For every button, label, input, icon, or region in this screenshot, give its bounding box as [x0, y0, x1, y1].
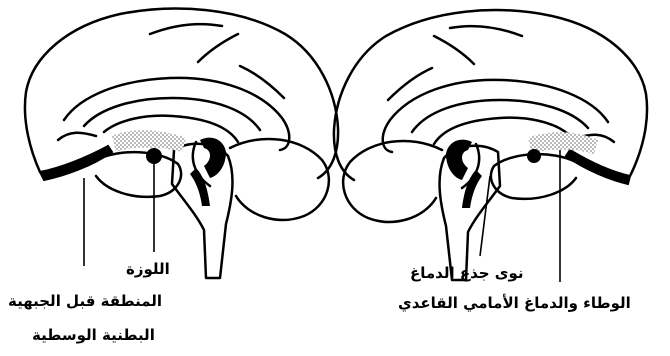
left-basal-shaded: [112, 130, 186, 152]
left-sulcus-3: [240, 66, 284, 98]
right-brain: [334, 10, 647, 280]
left-brain-outline: [25, 9, 338, 178]
left-sulcus-2: [198, 34, 238, 62]
right-sulcus-4: [450, 26, 522, 36]
label-amygdala: اللوزة: [126, 260, 170, 278]
left-brainstem-nuclei: [200, 138, 226, 178]
left-temporal: [96, 152, 181, 197]
right-brain-outline: [334, 10, 647, 180]
left-callosum-mid: [84, 98, 260, 130]
left-sulcus-4: [150, 24, 222, 34]
right-sulcus-3: [388, 68, 432, 100]
right-sulcus-2: [434, 36, 474, 64]
right-callosum-mid: [412, 100, 588, 132]
pointer-brainstem-nuclei: [480, 176, 490, 256]
label-vmpfc-line1: المنطقة قبل الجبهية: [8, 292, 162, 310]
left-brainstem-band: [190, 168, 210, 206]
label-brainstem-nuclei: نوى جذع الدماغ: [410, 264, 524, 282]
left-vmpfc-region: [40, 146, 112, 180]
left-pointers: [84, 164, 154, 266]
left-sulcus-1: [58, 133, 96, 140]
left-amygdala-dot: [146, 148, 162, 164]
right-brainstem-band: [462, 170, 482, 208]
right-amygdala-dot: [527, 149, 541, 163]
label-vmpfc-line2: البطنية الوسطية: [32, 326, 155, 344]
label-hypothalamus-basal-forebrain: الوطاء والدماغ الأمامي القاعدي: [398, 294, 631, 312]
right-brainstem-nuclei: [446, 140, 472, 180]
